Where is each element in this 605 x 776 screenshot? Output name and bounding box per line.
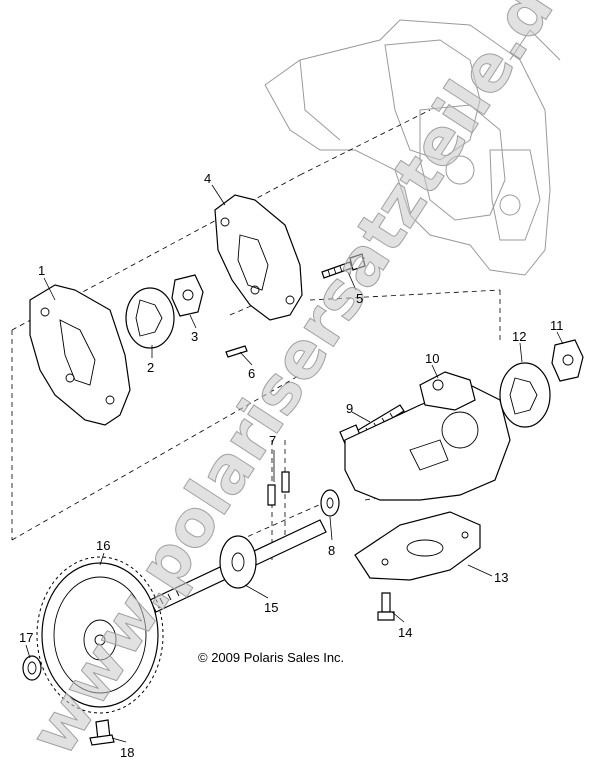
callout-17: 17 xyxy=(19,630,33,645)
callout-10: 10 xyxy=(425,351,439,366)
copyright-text: © 2009 Polaris Sales Inc. xyxy=(198,650,344,665)
callout-1: 1 xyxy=(38,263,45,278)
cover-plate-13 xyxy=(354,511,481,581)
callout-18: 18 xyxy=(120,745,134,760)
callout-11: 11 xyxy=(550,318,564,333)
callout-16: 16 xyxy=(96,538,110,553)
callout-4: 4 xyxy=(204,171,211,186)
outer-rotor-2 xyxy=(125,287,175,349)
callout-8: 8 xyxy=(328,543,335,558)
callout-labels: 1 2 3 4 5 6 7 8 9 10 11 12 13 14 15 16 1… xyxy=(19,171,564,760)
bolt-5 xyxy=(321,253,366,279)
outer-rotor-12 xyxy=(499,362,551,428)
pump-plate-4 xyxy=(214,194,303,321)
bolt-18 xyxy=(89,719,115,746)
shaft-15 xyxy=(149,519,327,613)
callout-3: 3 xyxy=(191,329,198,344)
callout-12: 12 xyxy=(512,329,526,344)
callout-14: 14 xyxy=(398,625,412,640)
washer-17 xyxy=(22,655,42,681)
inner-rotor-11 xyxy=(551,339,584,382)
inner-rotor-3 xyxy=(171,274,204,317)
pump-plate-1 xyxy=(29,284,131,426)
callout-15: 15 xyxy=(264,600,278,615)
engine-housing-outline xyxy=(264,19,561,276)
callout-7: 7 xyxy=(269,433,276,448)
gear-16 xyxy=(36,556,164,714)
callout-2: 2 xyxy=(147,360,154,375)
callout-6: 6 xyxy=(248,366,255,381)
screw-14 xyxy=(377,592,395,621)
washer-8 xyxy=(320,489,340,517)
pins-7 xyxy=(267,471,290,506)
callout-9: 9 xyxy=(346,401,353,416)
leader-lines xyxy=(25,184,564,743)
pin-6 xyxy=(225,345,248,358)
pump-housing-10 xyxy=(344,371,511,501)
callout-13: 13 xyxy=(494,570,508,585)
callout-5: 5 xyxy=(356,291,363,306)
